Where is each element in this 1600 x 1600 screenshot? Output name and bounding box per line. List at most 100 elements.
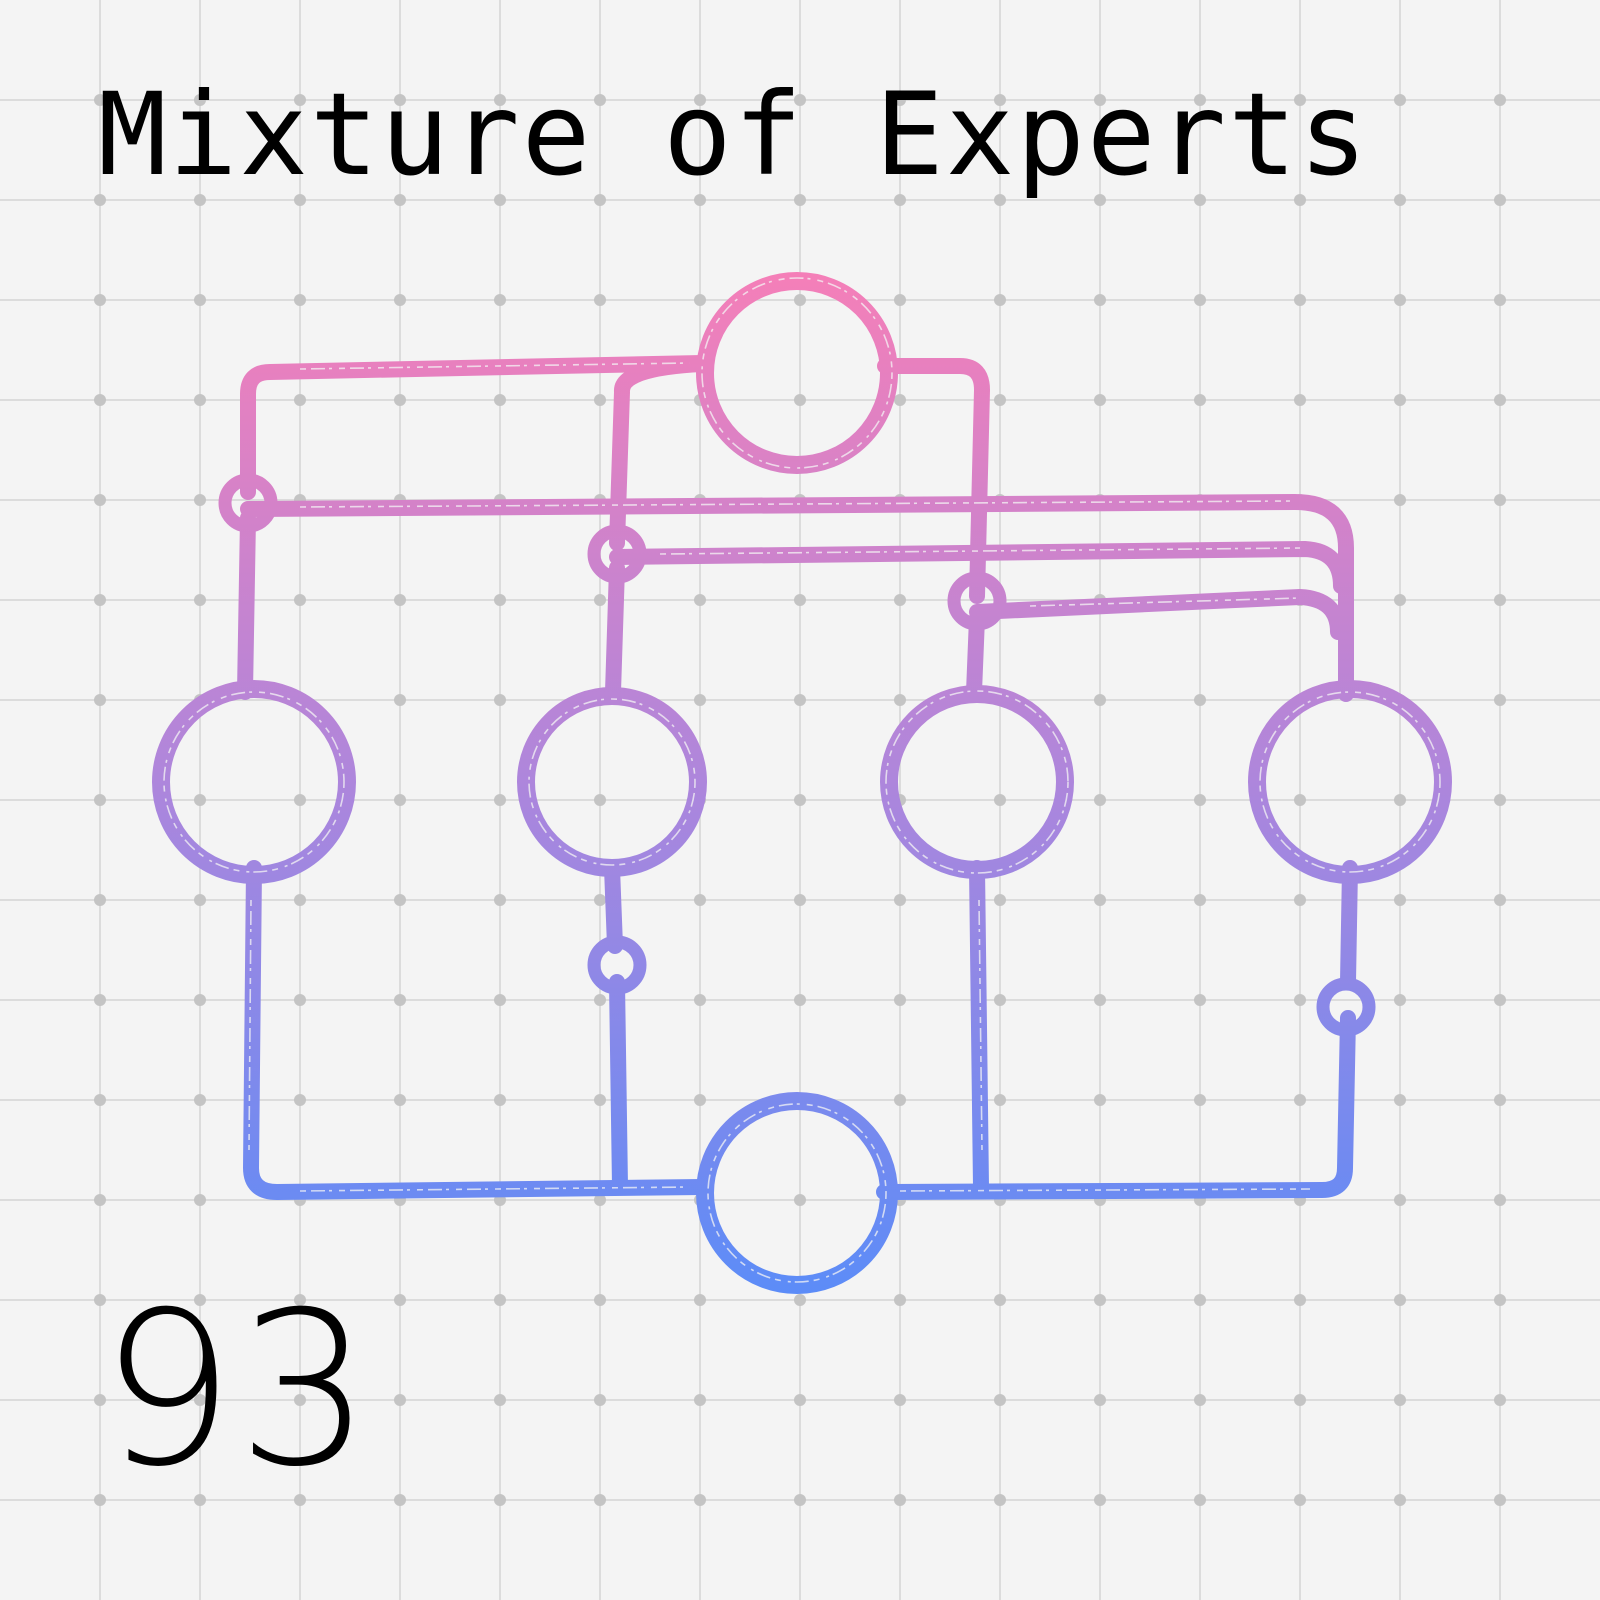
grid-dot xyxy=(1094,694,1106,706)
grid-dot xyxy=(1494,1094,1506,1106)
grid-dot xyxy=(1194,1094,1206,1106)
grid-dot xyxy=(1294,294,1306,306)
grid-dot xyxy=(894,694,906,706)
grid-dot xyxy=(494,594,506,606)
grid-dot xyxy=(1494,194,1506,206)
grid-dot xyxy=(194,894,206,906)
grid-dot xyxy=(894,894,906,906)
grid-dot xyxy=(294,194,306,206)
grid-dot xyxy=(794,894,806,906)
grid-dot xyxy=(294,294,306,306)
expert-3-node xyxy=(880,685,1074,879)
wire-junction-4-to-output xyxy=(876,1010,1356,1200)
grid-dot xyxy=(1294,1094,1306,1106)
grid-dot xyxy=(194,1194,206,1206)
wire-gate-2-to-expert-2 xyxy=(605,560,625,700)
wire-expert-3-to-output xyxy=(969,860,989,1195)
grid-dot xyxy=(1194,894,1206,906)
grid-dot xyxy=(894,194,906,206)
grid-dot xyxy=(494,194,506,206)
grid-dot xyxy=(1294,794,1306,806)
grid-dot xyxy=(1094,1094,1106,1106)
grid-dot xyxy=(1394,294,1406,306)
grid-dot xyxy=(794,1194,806,1206)
wire-expert-1-to-output xyxy=(243,860,710,1200)
grid-dot xyxy=(594,1394,606,1406)
grid-dot xyxy=(1494,1194,1506,1206)
grid-dot xyxy=(94,1194,106,1206)
grid-dot xyxy=(1494,1394,1506,1406)
grid-dot xyxy=(694,1294,706,1306)
grid-dot xyxy=(1494,494,1506,506)
wire-junction-2-to-output xyxy=(609,974,628,1195)
grid-dot xyxy=(494,894,506,906)
grid-dot xyxy=(1094,794,1106,806)
grid-dot xyxy=(1194,1294,1206,1306)
grid-dot xyxy=(94,94,106,106)
grid-dot xyxy=(194,594,206,606)
grid-dot xyxy=(494,694,506,706)
grid-dot xyxy=(1494,694,1506,706)
grid-dot xyxy=(1094,1394,1106,1406)
grid-dot xyxy=(894,1494,906,1506)
grid-dot xyxy=(794,1394,806,1406)
grid-dot xyxy=(994,394,1006,406)
grid-dot xyxy=(394,194,406,206)
grid-dot xyxy=(794,994,806,1006)
grid-dot xyxy=(1494,1294,1506,1306)
grid-dot xyxy=(594,394,606,406)
grid-dot xyxy=(794,1494,806,1506)
wire-expert-4-to-junction-4 xyxy=(1340,860,1358,990)
grid-dot xyxy=(94,1094,106,1106)
grid-dot xyxy=(94,594,106,606)
grid-dot xyxy=(994,194,1006,206)
grid-dot xyxy=(594,94,606,106)
grid-dot xyxy=(794,594,806,606)
grid-dot xyxy=(694,994,706,1006)
grid-dot xyxy=(394,794,406,806)
grid-dot xyxy=(1194,394,1206,406)
grid-dot xyxy=(194,1494,206,1506)
grid-dot xyxy=(1194,1394,1206,1406)
grid-dot xyxy=(94,1294,106,1306)
grid-dot xyxy=(794,1294,806,1306)
wire-gate-1-to-expert-4 xyxy=(240,494,1354,702)
grid-dot xyxy=(294,1294,306,1306)
wire-expert-2-to-junction-2 xyxy=(604,860,623,954)
grid-dot xyxy=(1494,94,1506,106)
wire-input-to-gate-1 xyxy=(240,355,710,500)
grid-dot xyxy=(294,394,306,406)
grid-dot xyxy=(994,794,1006,806)
gate-3-node xyxy=(947,571,1007,631)
grid-dot xyxy=(1294,394,1306,406)
grid-dot xyxy=(294,894,306,906)
grid-dot xyxy=(994,994,1006,1006)
grid-dot xyxy=(894,994,906,1006)
grid-dot xyxy=(994,294,1006,306)
grid-dot xyxy=(1294,94,1306,106)
wire-gate-2-to-expert-4 xyxy=(609,541,1349,594)
expert-1-node xyxy=(152,680,356,884)
grid-dot xyxy=(1394,794,1406,806)
junction-4-node xyxy=(1316,977,1376,1037)
grid-dot xyxy=(1494,594,1506,606)
grid-dot xyxy=(194,394,206,406)
gate-1-node xyxy=(218,473,278,533)
grid-dot xyxy=(194,294,206,306)
grid-dot xyxy=(994,1294,1006,1306)
grid-dot xyxy=(394,1394,406,1406)
grid-dot xyxy=(794,694,806,706)
grid-dot xyxy=(94,894,106,906)
grid-dot xyxy=(1494,394,1506,406)
grid-dot xyxy=(494,394,506,406)
output-node xyxy=(696,1092,898,1294)
grid-dot xyxy=(1494,1494,1506,1506)
grid-dot xyxy=(694,94,706,106)
grid-dot xyxy=(794,294,806,306)
grid-dot xyxy=(1494,794,1506,806)
grid-dot xyxy=(394,694,406,706)
grid-dot xyxy=(594,594,606,606)
grid-dot xyxy=(794,194,806,206)
grid-dot xyxy=(894,1094,906,1106)
gate-2-node xyxy=(587,524,647,584)
